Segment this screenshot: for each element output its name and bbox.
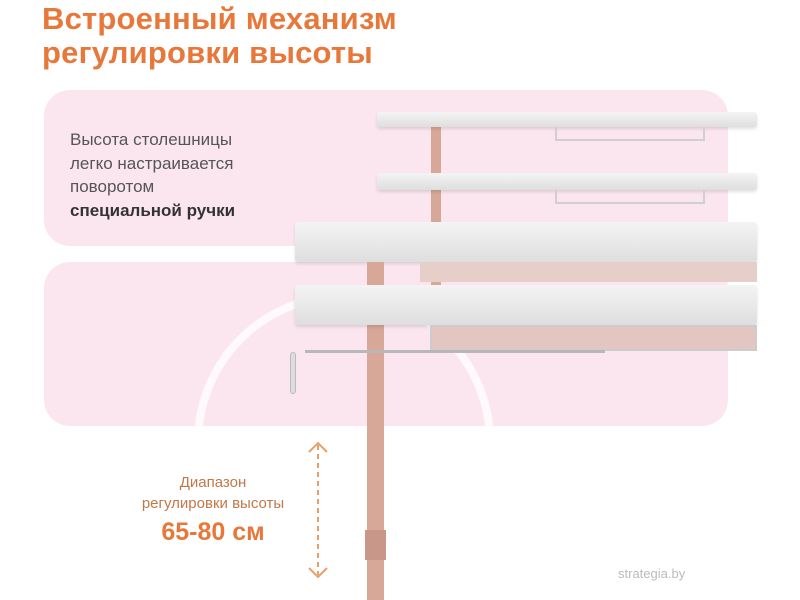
desc-line: легко настраивается [70,153,234,173]
range-label-line: Диапазон [179,474,247,491]
title-line-2: регулировки высоты [42,35,373,70]
tabletop-high [295,222,757,262]
range-value: 65-80 см [161,518,265,546]
desc-line: поворотом [70,177,155,196]
desc-line: Высота столешницы [70,130,233,149]
page-title: Встроенный механизм регулировки высоты [42,2,397,70]
leg-joint [365,530,386,560]
shelf-top-high [377,112,757,127]
range-label: Диапазон регулировки высоты [128,472,298,514]
tabletop-low [295,285,757,325]
shelf-top-low [377,173,757,190]
drawer-high [420,262,757,282]
shelf-rail [555,190,705,204]
watermark: strategia.by [618,566,686,581]
double-arrow-icon [308,441,328,579]
shelf-rail [555,127,705,141]
title-line-1: Встроенный механизм [42,1,397,36]
drawer-low [430,325,757,351]
shelf-upright [431,125,441,290]
crank-rod [305,350,605,353]
desk-leg [367,262,384,600]
desc-line-bold: специальной ручки [70,200,236,220]
description: Высота столешницы легко настраивается по… [70,128,235,222]
crank-handle-icon [290,352,296,394]
range-label-line: регулировки высоты [141,495,285,512]
